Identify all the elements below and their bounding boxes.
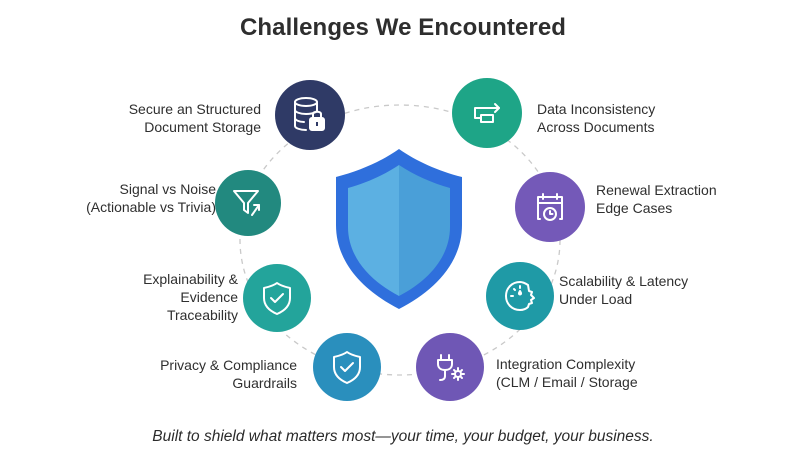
tagline: Built to shield what matters most—your t… xyxy=(152,428,654,445)
database-lock-icon xyxy=(294,97,325,131)
storage-circle xyxy=(275,80,345,150)
shield-check-icon xyxy=(333,351,361,384)
plug-gear-icon xyxy=(437,354,465,381)
calendar-clock-icon xyxy=(537,193,563,221)
shield-check-icon xyxy=(263,282,291,315)
storage-label: Secure an Structured Document Storage xyxy=(128,101,261,135)
funnel-arrow-icon xyxy=(233,190,260,216)
explainability-circle xyxy=(243,264,311,332)
scalability-circle xyxy=(486,262,554,330)
signal-label: Signal vs Noise (Actionable vs Trivia) xyxy=(86,181,216,215)
privacy-label: Privacy & Compliance Guardrails xyxy=(160,357,297,391)
consistency-label: Data Inconsistency Across Documents xyxy=(537,101,656,135)
integration-circle xyxy=(416,333,484,401)
scalability-label: Scalability & Latency Under Load xyxy=(559,273,689,307)
renewal-label: Renewal Extraction Edge Cases xyxy=(596,182,717,216)
explainability-label: Explainability & Evidence Traceability xyxy=(143,271,238,323)
gauge-icon xyxy=(505,281,535,311)
privacy-circle xyxy=(313,333,381,401)
center-shield-icon xyxy=(336,149,462,309)
page-title: Challenges We Encountered xyxy=(239,14,567,41)
consistency-circle xyxy=(452,78,522,148)
integration-label: Integration Complexity (CLM / Email / St… xyxy=(496,356,638,390)
signal-circle xyxy=(215,170,281,236)
sync-arrow-icon xyxy=(474,103,500,123)
renewal-circle xyxy=(515,172,585,242)
